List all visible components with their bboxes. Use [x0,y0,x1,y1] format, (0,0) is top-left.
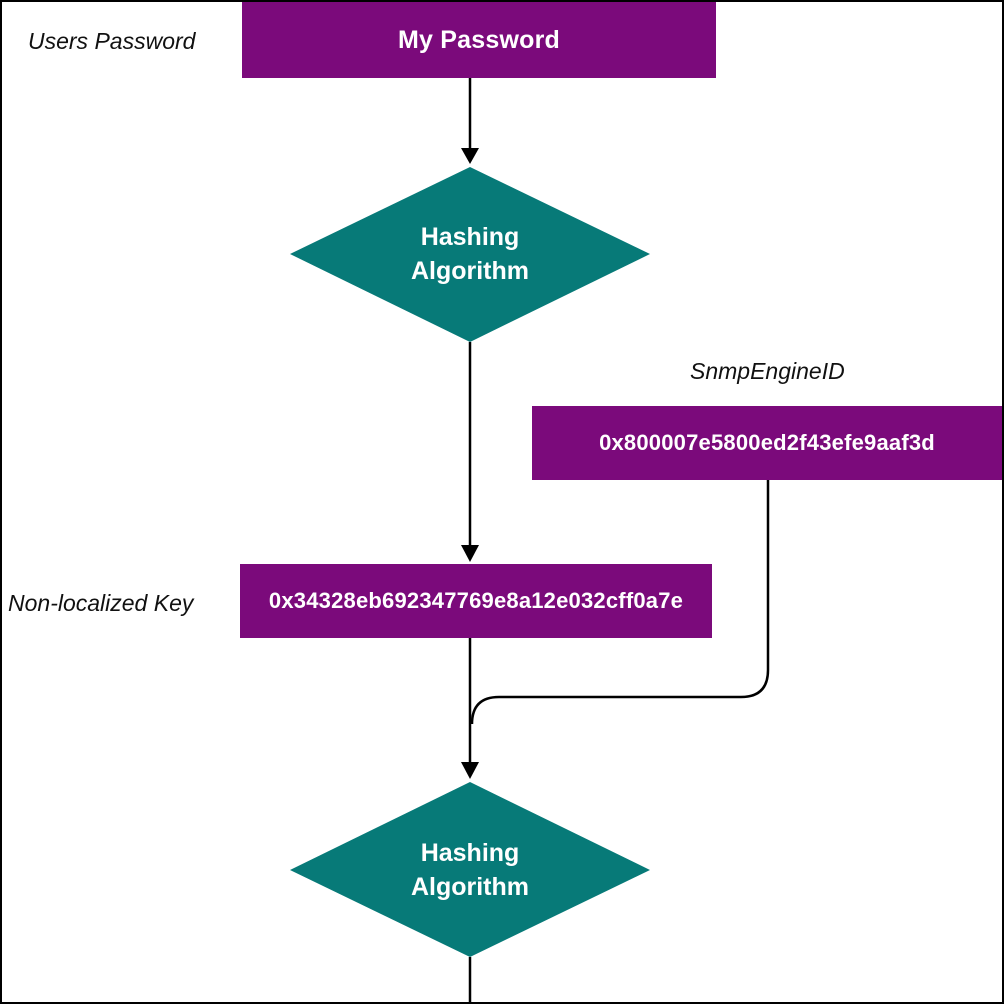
hashing-2-line1: Hashing [420,839,520,867]
hashing-diamond-1 [290,167,650,342]
my-password-box: My Password [242,2,716,78]
arrowhead-hash2 [461,762,479,779]
engine-id-box: 0x800007e5800ed2f43efe9aaf3d [532,406,1002,480]
hashing-diamond-2 [290,782,650,957]
hashing-2-line2: Algorithm [410,873,530,901]
non-localized-key-box: 0x34328eb692347769e8a12e032cff0a7e [240,564,712,638]
snmp-engine-id-label: SnmpEngineID [690,358,845,384]
hashing-1-line2: Algorithm [410,257,530,285]
hashing-diamond-2-label: Hashing Algorithm [370,830,570,910]
hashing-diamond-1-label: Hashing Algorithm [370,214,570,294]
arrowhead-key [461,545,479,562]
non-localized-key-label: Non-localized Key [8,590,194,616]
hashing-1-line1: Hashing [420,223,520,251]
arrowhead-hash1 [461,148,479,164]
arrow-engineid-merge [470,480,770,725]
users-password-label: Users Password [28,28,196,54]
